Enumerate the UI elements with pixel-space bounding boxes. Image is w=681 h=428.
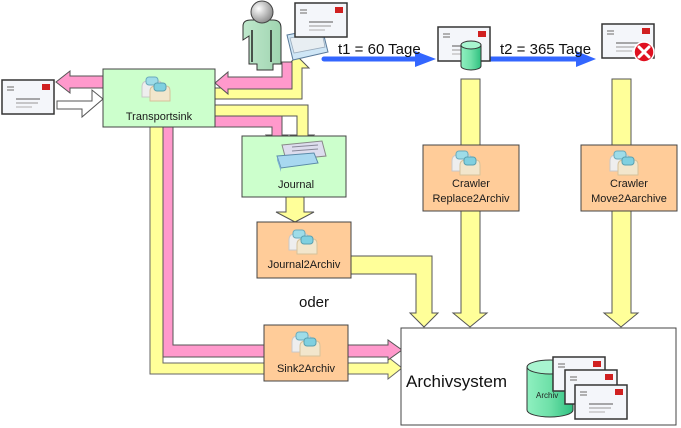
node-archivsystem[interactable]: Archivsystem Archiv	[400, 327, 677, 426]
timing-arrow-t2	[487, 51, 596, 67]
user-icon	[242, 0, 282, 71]
envelope-icon	[294, 2, 348, 38]
flow-arrow-crawler-replace-to-archive	[451, 210, 489, 328]
node-label: Sink2Archiv	[277, 363, 336, 375]
flow-arrow-inbound-mail	[56, 88, 104, 119]
printer-mail-icon	[276, 140, 327, 172]
timing-label-t1: t1 = 60 Tage	[338, 41, 421, 58]
node-crawler-move2aarchive[interactable]: Crawler Move2Aarchive	[580, 144, 678, 212]
timing-arrow-t1	[321, 51, 436, 67]
node-label-line1: Crawler	[452, 178, 490, 190]
oder-label: oder	[299, 294, 329, 311]
node-journal[interactable]: Journal	[241, 135, 347, 198]
envelope-icon	[574, 384, 628, 420]
delete-icon	[633, 41, 655, 63]
node-journal2archiv[interactable]: Journal2Archiv	[256, 221, 352, 279]
flow-arrow-journal2archiv-to-archive	[350, 255, 440, 328]
db-label: Archiv	[536, 391, 558, 400]
node-label: Transportsink	[126, 111, 193, 123]
node-label-line2: Replace2Archiv	[432, 193, 510, 205]
node-transportsink[interactable]: Transportsink	[102, 68, 216, 128]
node-sink2archiv[interactable]: Sink2Archiv	[263, 324, 349, 382]
flow-arrow-crawler-move-to-archive	[602, 210, 640, 328]
node-label: Archivsystem	[406, 372, 507, 391]
envelope-icon	[1, 79, 55, 115]
timing-label-t2: t2 = 365 Tage	[500, 41, 591, 58]
flow-arrow-journal-to-journal2archiv	[275, 196, 315, 223]
node-label: Journal	[278, 179, 314, 191]
node-label-line1: Crawler	[610, 178, 648, 190]
flow-arrow-deleted-to-crawler-move	[611, 78, 632, 146]
flow-arrow-pink-to-outbound-mail	[55, 69, 104, 95]
node-crawler-replace2archiv[interactable]: Crawler Replace2Archiv	[422, 144, 520, 212]
flow-arrow-pink-from-mailbox	[214, 61, 293, 96]
node-label-line2: Move2Aarchive	[591, 193, 667, 205]
database-icon	[460, 40, 482, 71]
flow-arrow-storage-to-crawler-replace	[460, 78, 481, 146]
node-label: Journal2Archiv	[268, 259, 341, 271]
